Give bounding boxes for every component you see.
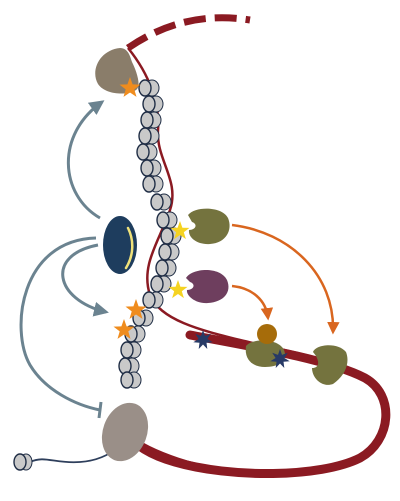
star-icon	[125, 299, 147, 319]
nucleosome-icon	[158, 243, 180, 261]
regulatory-highlight	[124, 226, 134, 270]
nucleosome-icon	[142, 95, 164, 113]
arrow-plum-to-cap	[231, 284, 274, 321]
nucleosome-icon	[118, 357, 140, 375]
cap-circle	[257, 324, 277, 344]
nucleosome-icon	[150, 193, 172, 211]
nascent-rna-dashed-end	[126, 14, 251, 51]
rna-thick-sweep	[120, 330, 391, 478]
star-icon	[168, 280, 188, 299]
nucleosome-icon	[136, 143, 158, 161]
nucleosome-icon	[120, 341, 142, 359]
nucleosome-icon	[138, 79, 160, 97]
rna-polymerase-icon	[95, 48, 139, 94]
arrow-to-top-polymerase	[66, 100, 105, 220]
burst-icon	[193, 330, 213, 349]
nucleosome-icon	[120, 371, 142, 389]
inhibition-bar	[97, 401, 103, 419]
nucleosome-icon	[156, 211, 178, 229]
arrow-to-fiber-middle	[61, 243, 109, 317]
star-icon	[119, 77, 141, 97]
modification-marks	[113, 77, 290, 368]
modifying-enzyme-icon	[312, 345, 348, 385]
inhibition-line	[19, 236, 101, 412]
arrow-olive-to-far-right	[231, 223, 340, 335]
nucleosome-icon	[138, 127, 160, 145]
star-icon	[170, 221, 190, 240]
modifying-enzyme-icon	[188, 208, 230, 245]
star-icon	[113, 319, 135, 339]
nucleosome-icon	[140, 111, 162, 129]
nucleosome-icon	[140, 159, 162, 177]
nucleosome-icon	[150, 275, 172, 293]
nucleosome-icon	[13, 453, 33, 471]
rna-polymerase-icon	[101, 402, 149, 462]
nucleosome-icon	[142, 291, 164, 309]
nucleosome-icon	[155, 259, 177, 277]
chromatin-fiber	[13, 79, 182, 471]
nucleosome-icon	[142, 175, 164, 193]
burst-icon	[270, 349, 290, 368]
modifying-enzyme-icon	[186, 270, 229, 304]
